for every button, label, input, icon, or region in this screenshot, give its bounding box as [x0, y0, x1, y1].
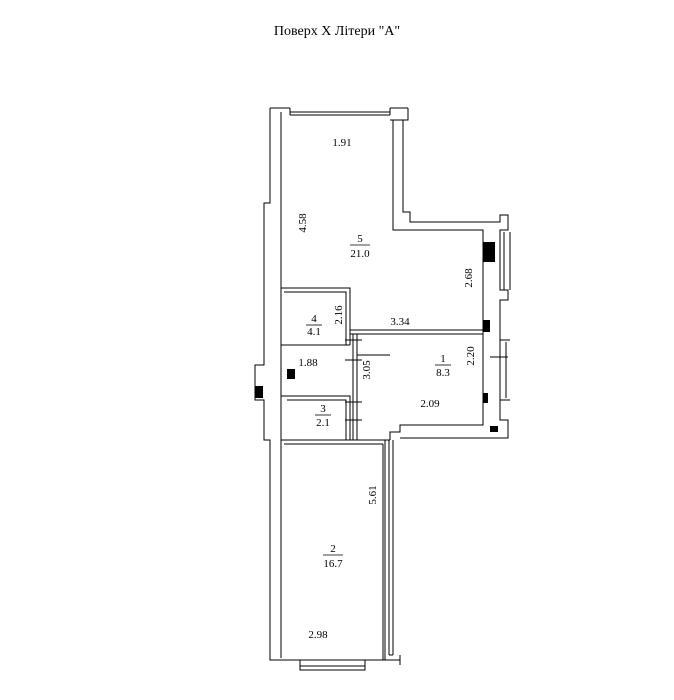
room-area: 2.1 [316, 417, 330, 429]
dimension-label: 3.34 [390, 316, 410, 328]
dimension-labels: 1.91 4.58 2.68 2.16 3.34 2.20 1.88 3.05 … [297, 137, 477, 641]
walls [254, 107, 511, 671]
room-number: 2 [330, 543, 336, 555]
floor-title: Поверх Х Літери "А" [273, 24, 401, 39]
columns [255, 242, 498, 432]
room-number: 4 [311, 313, 317, 325]
room-area: 8.3 [436, 367, 450, 379]
dimension-label: 2.16 [333, 305, 345, 325]
dimension-label: 1.88 [298, 357, 318, 369]
dimension-label: 2.68 [463, 268, 475, 288]
dimension-label: 2.09 [420, 398, 440, 410]
room-area: 4.1 [307, 326, 321, 338]
room-area: 21.0 [350, 248, 370, 260]
dimension-label: 2.20 [465, 346, 477, 366]
dimension-label: 5.61 [367, 485, 379, 504]
room-area: 16.7 [323, 558, 343, 570]
room-number: 5 [357, 233, 363, 245]
dimension-label: 2.98 [308, 629, 328, 641]
room-number: 1 [440, 353, 446, 365]
room-number: 3 [320, 403, 326, 415]
room-labels: 5 21.0 4 4.1 1 8.3 3 2.1 2 16.7 [306, 233, 451, 570]
dimension-label: 3.05 [361, 360, 373, 380]
dimension-label: 1.91 [332, 137, 351, 149]
dimension-label: 4.58 [297, 213, 309, 233]
